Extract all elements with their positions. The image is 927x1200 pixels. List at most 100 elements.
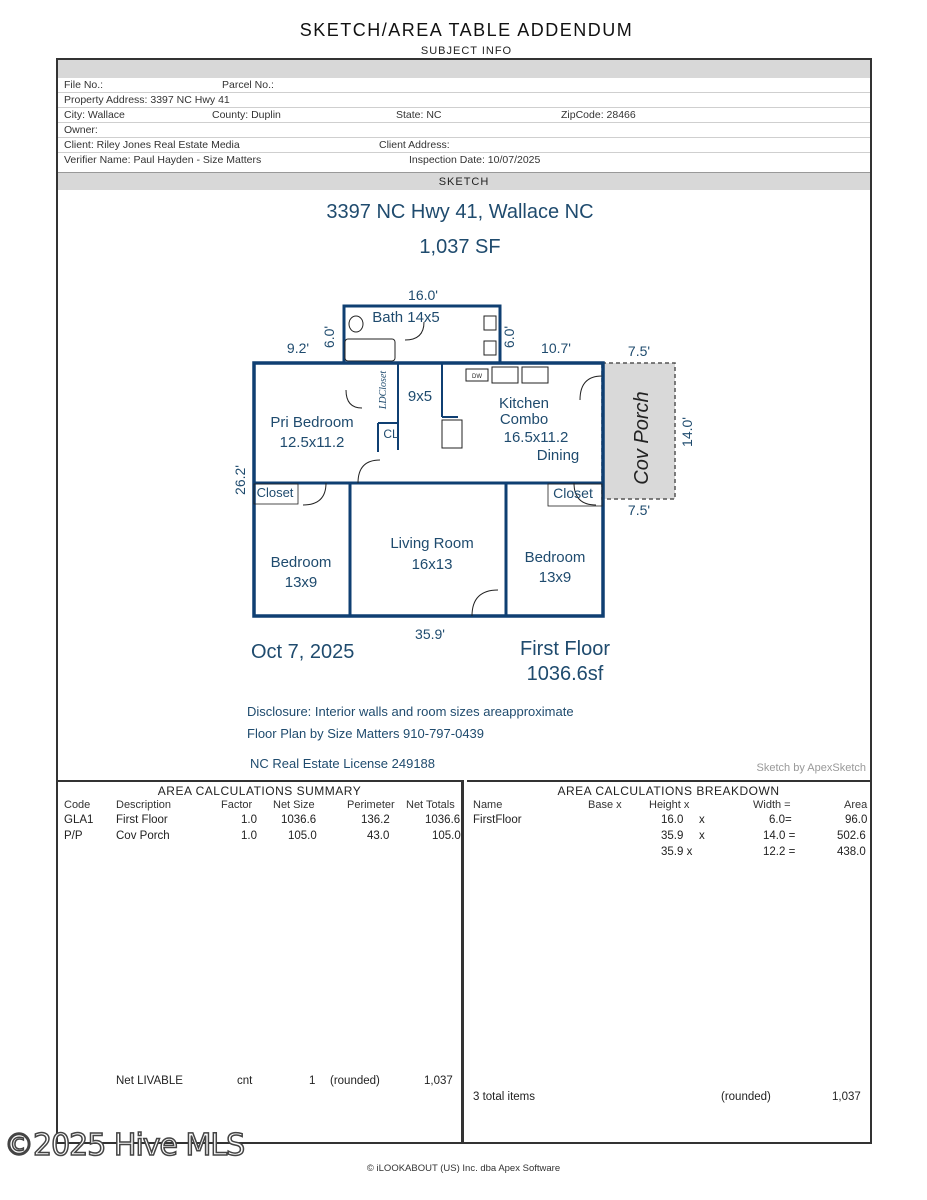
- breakdown-title: AREA CALCULATIONS BREAKDOWN: [557, 784, 780, 798]
- net-livable-label: Net LIVABLE: [116, 1075, 183, 1087]
- room-kitchen-combo: Combo: [500, 411, 548, 428]
- ld-closet-door: [345, 389, 363, 409]
- sketch-section-bar: SKETCH: [58, 172, 870, 190]
- breakdown-row1-width: 6.0=: [769, 814, 792, 826]
- room-closet-right: Closet: [553, 485, 593, 501]
- bathtub: [344, 338, 396, 362]
- info-row-file: File No.: Parcel No.:: [58, 78, 870, 93]
- info-row-client: Client: Riley Jones Real Estate Media Cl…: [58, 138, 870, 153]
- floor-plan-by: Floor Plan by Size Matters 910-797-0439: [247, 726, 484, 741]
- dishwasher: [465, 368, 489, 382]
- license: NC Real Estate License 249188: [250, 756, 435, 771]
- summary-row2-description: Cov Porch: [116, 830, 170, 842]
- room-dining: Dining: [537, 447, 580, 464]
- page-subtitle: SUBJECT INFO: [420, 45, 513, 57]
- kitchen-sink: [491, 366, 519, 384]
- summary-row1-factor: 1.0: [241, 814, 257, 826]
- bath-sink-1: [483, 315, 497, 331]
- breakdown-row3-width: 12.2 =: [763, 846, 796, 858]
- closet-left-box: [253, 483, 299, 505]
- dim-left-side: 26.2': [232, 465, 248, 495]
- net-livable-cnt: 1: [309, 1075, 316, 1087]
- range: [521, 366, 549, 384]
- net-livable-total: 1,037: [424, 1075, 453, 1087]
- sketch-heading-address: 3397 NC Hwy 41, Wallace NC: [326, 201, 593, 223]
- client: Client: Riley Jones Real Estate Media: [64, 139, 240, 151]
- summary-header-factor: Factor: [221, 799, 253, 811]
- sketch-heading-sf: 1,037 SF: [419, 236, 500, 258]
- subject-info-bar: [58, 60, 870, 78]
- breakdown-row2-width: 14.0 =: [763, 830, 796, 842]
- closet-left-door: [302, 482, 327, 506]
- disclosure: Disclosure: Interior walls and room size…: [247, 704, 574, 719]
- parcel-no: Parcel No.:: [222, 79, 274, 91]
- cov-porch-label: Cov Porch: [631, 391, 653, 484]
- room-bedroom-left: Bedroom: [271, 554, 332, 571]
- summary-row1-perimeter: 136.2: [361, 814, 390, 826]
- info-row-address: Property Address: 3397 NC Hwy 41: [58, 93, 870, 108]
- dim-porch-side: 14.0': [679, 417, 695, 447]
- floor-name: First Floor: [520, 638, 610, 660]
- room-bedroom-right-size: 13x9: [539, 569, 572, 586]
- breakdown-row2-height: 35.9: [661, 830, 684, 842]
- breakdown-row2-x: x: [699, 830, 705, 842]
- page-footer: © iLOOKABOUT (US) Inc. dba Apex Software: [366, 1163, 561, 1174]
- room-bedroom-left-size: 13x9: [285, 574, 318, 591]
- info-row-owner: Owner:: [58, 123, 870, 138]
- breakdown-row3-area: 438.0: [837, 846, 866, 858]
- area-calc-breakdown: AREA CALCULATIONS BREAKDOWN Name Base x …: [467, 780, 870, 1144]
- summary-header-net-totals: Net Totals: [406, 799, 455, 811]
- room-bedroom-right: Bedroom: [525, 549, 586, 566]
- summary-title: AREA CALCULATIONS SUMMARY: [157, 784, 362, 798]
- room-kitchen: Kitchen: [499, 395, 549, 412]
- closet-right-box: [547, 483, 603, 507]
- closet-right-door: [573, 482, 597, 506]
- bedroom-door: [357, 459, 381, 484]
- summary-row2-net-size: 105.0: [288, 830, 317, 842]
- dim-bath-top: 16.0': [408, 287, 438, 303]
- room-pri-bedroom: Pri Bedroom: [270, 414, 353, 431]
- breakdown-row1-x: x: [699, 814, 705, 826]
- summary-row2-code: P/P: [64, 830, 83, 842]
- room-ld-closet: LDCloset: [378, 371, 389, 411]
- dim-porch-bottom: 7.5': [628, 502, 650, 518]
- net-livable-cnt-label: cnt: [237, 1075, 253, 1087]
- dim-bath-left: 6.0': [321, 326, 337, 348]
- breakdown-header-base: Base x: [588, 799, 622, 811]
- verifier-name: Verifier Name: Paul Hayden - Size Matter…: [64, 154, 262, 166]
- cov-porch: [601, 362, 676, 500]
- summary-row2-net-total: 105.0: [432, 830, 461, 842]
- zipcode: ZipCode: 28466: [561, 109, 636, 121]
- bath-door: [404, 321, 425, 341]
- summary-row1-net-total: 1036.6: [425, 814, 461, 826]
- breakdown-total-items: 3 total items: [473, 1091, 535, 1103]
- info-row-verifier: Verifier Name: Paul Hayden - Size Matter…: [58, 153, 870, 168]
- file-no: File No.:: [64, 79, 104, 91]
- state: State: NC: [396, 109, 442, 121]
- bath-sink-2: [483, 340, 497, 356]
- addendum-frame: File No.: Parcel No.: Property Address: …: [56, 58, 872, 1144]
- area-calc-summary: AREA CALCULATIONS SUMMARY Code Descripti…: [58, 780, 464, 1144]
- dim-bottom: 35.9': [415, 626, 445, 642]
- county: County: Duplin: [212, 109, 281, 121]
- dim-bath-right: 6.0': [501, 326, 517, 348]
- sketch-area: 3397 NC Hwy 41, Wallace NC 1,037 SF Cov …: [58, 190, 870, 780]
- dim-right-top: 10.7': [541, 340, 571, 356]
- breakdown-row1-height: 16.0: [661, 814, 684, 826]
- summary-header-perimeter: Perimeter: [347, 799, 395, 811]
- room-kitchen-size: 16.5x11.2: [504, 429, 569, 446]
- room-closet-left: Closet: [257, 485, 294, 500]
- summary-header-code: Code: [64, 799, 91, 811]
- property-address: Property Address: 3397 NC Hwy 41: [64, 94, 230, 106]
- room-hall: 9x5: [408, 388, 432, 405]
- summary-header-net-size: Net Size: [273, 799, 315, 811]
- summary-row2-perimeter: 43.0: [367, 830, 390, 842]
- summary-row1-description: First Floor: [116, 814, 168, 826]
- city: City: Wallace: [64, 109, 125, 121]
- breakdown-total: 1,037: [832, 1091, 861, 1103]
- room-cl: CL: [383, 427, 399, 441]
- porch-door: [579, 375, 603, 401]
- living-door: [471, 589, 499, 617]
- inspection-date: Inspection Date: 10/07/2025: [409, 154, 541, 166]
- room-living: Living Room: [390, 535, 473, 552]
